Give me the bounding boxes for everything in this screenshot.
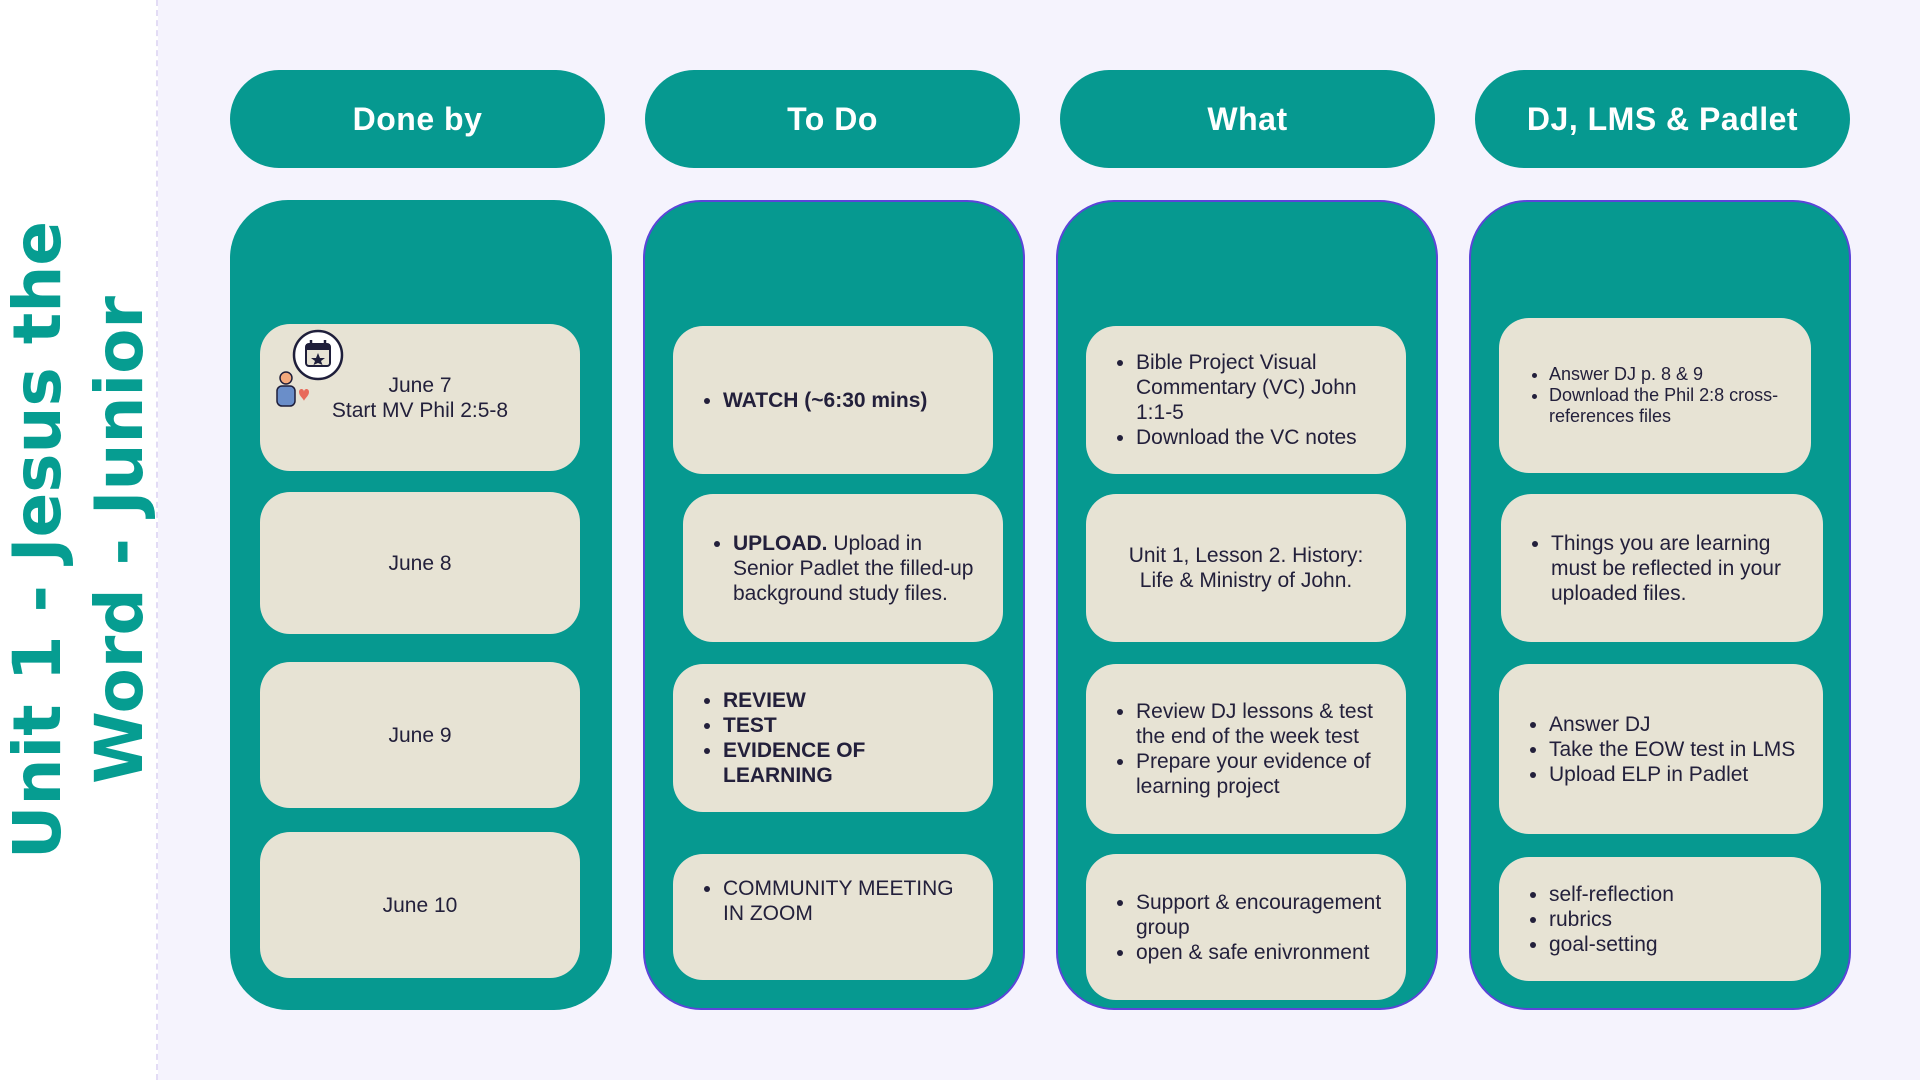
card-dj-eow: Answer DJ Take the EOW test in LMS Uploa… [1499,664,1823,834]
list-item: REVIEW [723,688,973,713]
card-what-bible-project: Bible Project Visual Commentary (VC) Joh… [1086,326,1406,474]
list-item: self-reflection [1549,882,1674,907]
date-label: June 7 [388,373,452,397]
date-label: June 9 [388,723,452,747]
list-item: Download the Phil 2:8 cross-references f… [1549,385,1791,427]
column-to-do: WATCH (~6:30 mins) UPLOAD. Upload in Sen… [643,200,1025,1010]
list-item: rubrics [1549,907,1674,932]
card-june-8: June 8 [260,492,580,634]
list-item: Prepare your evidence of learning projec… [1136,749,1386,799]
list-item: COMMUNITY MEETING IN ZOOM [723,876,973,926]
header-dj-lms-padlet: DJ, LMS & Padlet [1475,70,1850,168]
list-item: open & safe enivronment [1136,940,1386,965]
card-dj-goals: self-reflection rubrics goal-setting [1499,857,1821,981]
card-todo-community: COMMUNITY MEETING IN ZOOM [673,854,993,980]
card-dj-reflection: Things you are learning must be reflecte… [1501,494,1823,642]
card-what-lesson: Unit 1, Lesson 2. History: Life & Minist… [1086,494,1406,642]
list-item: goal-setting [1549,932,1674,957]
card-what-support: Support & encouragement group open & saf… [1086,854,1406,1000]
date-label: June 10 [382,893,458,917]
list-item: Answer DJ [1549,712,1795,737]
header-to-do: To Do [645,70,1020,168]
list-item: Upload ELP in Padlet [1549,762,1795,787]
memory-verse-label: Start MV Phil 2:5-8 [331,398,509,422]
card-june-9: June 9 [260,662,580,808]
header-done-by: Done by [230,70,605,168]
list-item: Download the VC notes [1136,425,1386,450]
card-todo-review: REVIEW TEST EVIDENCE OF LEARNING [673,664,993,812]
column-dj-lms-padlet: Answer DJ p. 8 & 9 Download the Phil 2:8… [1469,200,1851,1010]
list-item: Things you are learning must be reflecte… [1551,531,1803,606]
card-june-7: June 7 Start MV Phil 2:5-8 [260,324,580,471]
upload-text: Upload in Senior Padlet the filled-up ba… [733,531,974,605]
list-item: WATCH (~6:30 mins) [723,388,927,413]
page-title: Unit 1 - Jesus the Word - Junior [0,220,158,860]
list-item: TEST [723,713,973,738]
upload-label: UPLOAD. [733,531,828,555]
person-calendar-icon [272,328,352,408]
list-item: Take the EOW test in LMS [1549,737,1795,762]
card-todo-upload: UPLOAD. Upload in Senior Padlet the fill… [683,494,1003,642]
list-item: Support & encouragement group [1136,890,1386,940]
card-dj-answer: Answer DJ p. 8 & 9 Download the Phil 2:8… [1499,318,1811,473]
sidebar: Unit 1 - Jesus the Word - Junior [0,0,158,1080]
card-what-review: Review DJ lessons & test the end of the … [1086,664,1406,834]
header-what: What [1060,70,1435,168]
list-item: Review DJ lessons & test the end of the … [1136,699,1386,749]
card-todo-watch: WATCH (~6:30 mins) [673,326,993,474]
list-item: Answer DJ p. 8 & 9 [1549,364,1791,385]
list-item: UPLOAD. Upload in Senior Padlet the fill… [733,531,983,606]
column-what: Bible Project Visual Commentary (VC) Joh… [1056,200,1438,1010]
date-label: June 8 [388,551,452,575]
lesson-text: Unit 1, Lesson 2. History: Life & Minist… [1128,544,1364,592]
list-item: EVIDENCE OF LEARNING [723,738,973,788]
list-item: Bible Project Visual Commentary (VC) Joh… [1136,350,1386,425]
card-june-10: June 10 [260,832,580,978]
column-done-by: June 7 Start MV Phil 2:5-8 June 8 June 9… [230,200,612,1010]
